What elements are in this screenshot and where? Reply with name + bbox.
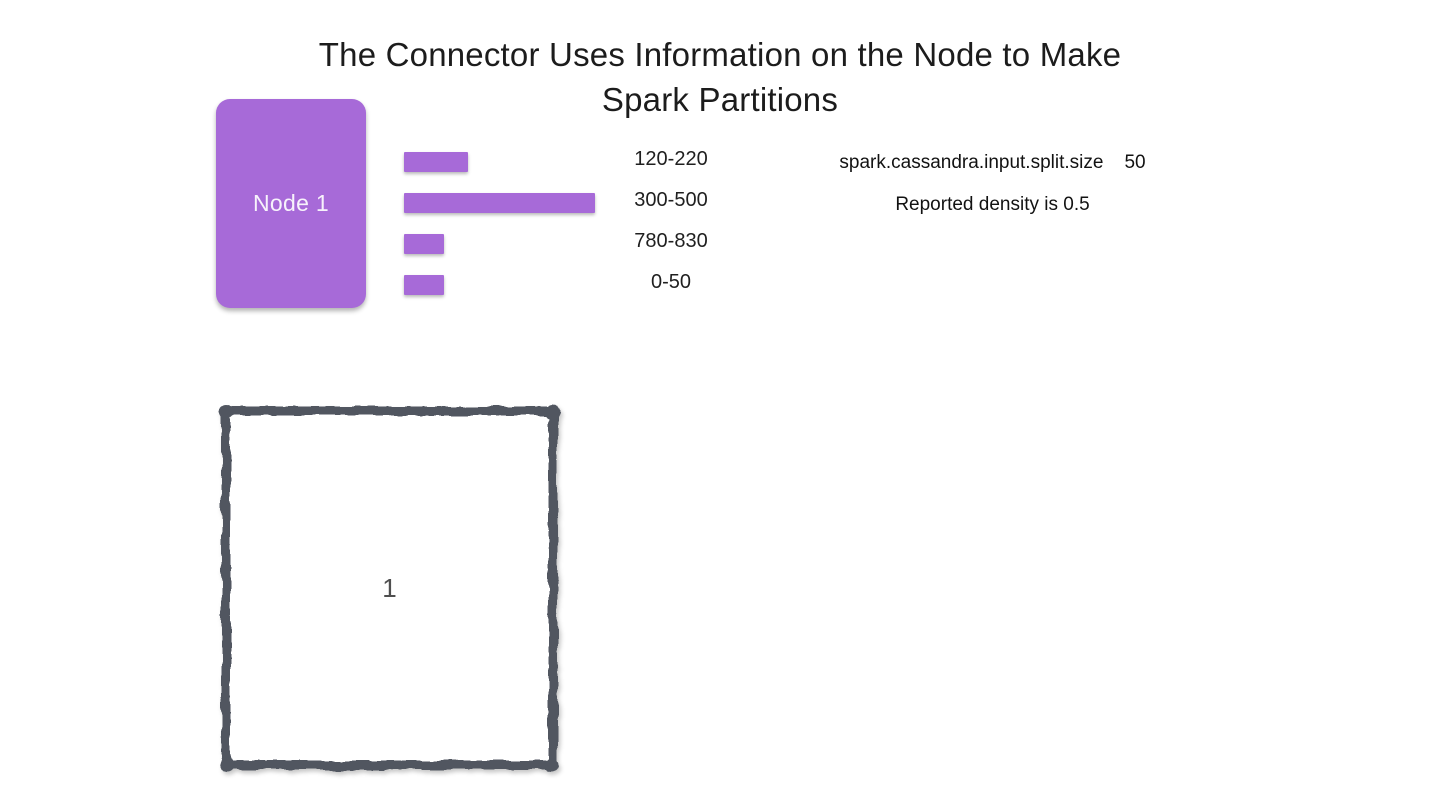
node-1-label: Node 1 bbox=[253, 190, 329, 216]
density-text: Reported density is 0.5 bbox=[895, 194, 1090, 215]
slide-title-line1: The Connector Uses Information on the No… bbox=[318, 36, 1122, 74]
token-range-label: 780-830 bbox=[634, 230, 708, 252]
split-size-line: spark.cassandra.input.split.size 50 bbox=[790, 150, 1195, 175]
token-range-bar bbox=[404, 151, 468, 172]
token-range-label: 0-50 bbox=[650, 271, 692, 293]
token-range-row: 780-830 bbox=[404, 223, 734, 264]
token-range-bar bbox=[404, 274, 444, 295]
split-size-key: spark.cassandra.input.split.size bbox=[839, 152, 1104, 173]
node-1-box: Node 1 bbox=[216, 99, 366, 308]
config-block: spark.cassandra.input.split.size 50 Repor… bbox=[790, 150, 1195, 217]
token-range-bar bbox=[404, 192, 595, 213]
token-range-label: 300-500 bbox=[634, 189, 708, 211]
token-range-label: 120-220 bbox=[634, 148, 708, 170]
slide-title-line2: Spark Partitions bbox=[601, 81, 839, 119]
partition-number: 1 bbox=[382, 572, 397, 603]
token-range-bar bbox=[404, 233, 444, 254]
token-range-row: 120-220 bbox=[404, 141, 734, 182]
token-range-list: 120-220 300-500 780-830 0-50 bbox=[404, 141, 734, 305]
token-range-row: 300-500 bbox=[404, 182, 734, 223]
slide-title: The Connector Uses Information on the No… bbox=[0, 32, 1440, 122]
token-range-row: 0-50 bbox=[404, 264, 734, 305]
partition-square: 1 bbox=[218, 403, 561, 773]
split-size-value: 50 bbox=[1124, 152, 1146, 173]
sketchy-square-border bbox=[220, 405, 559, 772]
